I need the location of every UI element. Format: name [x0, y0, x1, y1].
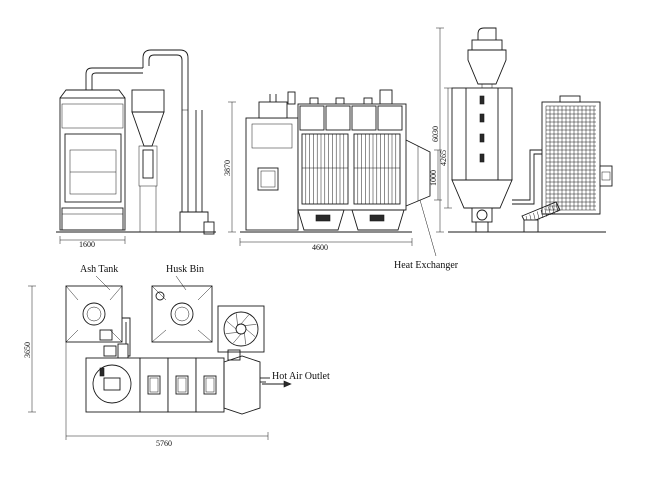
label-hot-air-outlet: Hot Air Outlet	[272, 371, 330, 382]
tube-bank-left	[305, 134, 345, 204]
label-ash-tank: Ash Tank	[80, 264, 118, 275]
dim-plan-width: 5760	[156, 439, 172, 448]
dim-exchanger-height: 1000	[429, 170, 438, 186]
front-view	[56, 49, 216, 244]
dim-plan-depth: 3650	[23, 342, 32, 358]
mesh-panel	[545, 105, 596, 211]
dim-side-width: 4600	[312, 243, 328, 252]
cyclone-tower-view	[436, 27, 520, 233]
dim-side-height: 3870	[223, 160, 232, 176]
side-view	[228, 89, 442, 257]
fan-blades	[225, 313, 257, 345]
dim-cyclone-body-height: 4265	[439, 150, 448, 166]
label-husk-bin: Husk Bin	[166, 264, 204, 275]
tube-bank-right	[357, 134, 397, 204]
dim-front-width: 1600	[79, 240, 95, 249]
label-heat-exchanger: Heat Exchanger	[394, 260, 459, 271]
plan-view	[28, 275, 292, 440]
mesh-tower-view	[512, 95, 613, 233]
dim-cyclone-total-height: 6030	[431, 126, 440, 142]
